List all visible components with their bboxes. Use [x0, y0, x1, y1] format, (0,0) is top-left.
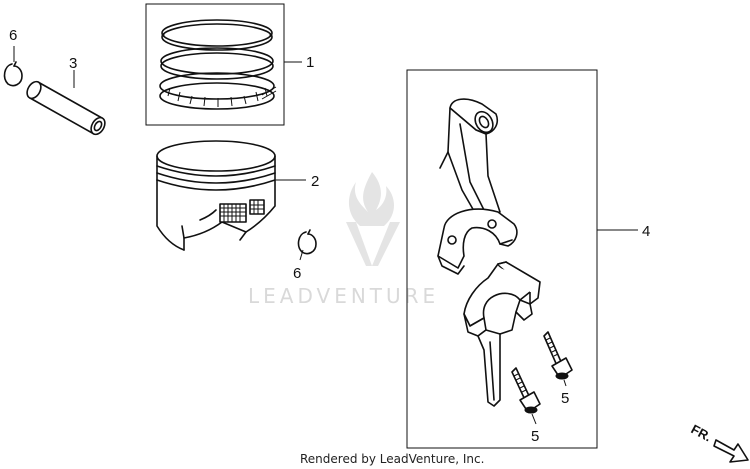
piston-ring-set	[145, 3, 285, 126]
rod-bolt-lower	[511, 367, 541, 414]
callout-6-right: 6	[293, 265, 301, 282]
callout-3: 3	[69, 55, 77, 72]
leader-lines	[13, 46, 638, 425]
callout-4: 4	[642, 223, 650, 240]
rod-bolt-upper	[543, 331, 573, 380]
callout-1: 1	[306, 54, 314, 71]
callout-2: 2	[311, 173, 319, 190]
callout-5-upper: 5	[561, 390, 569, 407]
callout-numbers: 1 2 3 4 5 5 6 6	[9, 27, 650, 445]
leadventure-flame-logo	[346, 172, 400, 266]
front-arrow-icon	[713, 439, 749, 463]
front-label: FR.	[689, 421, 715, 444]
footer-credit: Rendered by LeadVenture, Inc.	[300, 452, 485, 466]
leader-5b	[531, 413, 537, 425]
connecting-rod-frame	[406, 69, 598, 449]
ring-set-frame	[145, 3, 285, 126]
pin-clip-right	[297, 229, 317, 255]
leadventure-watermark: LEADVENTURE	[248, 172, 439, 308]
piston-pin	[26, 80, 106, 136]
leader-6b	[299, 249, 304, 261]
callout-6-left: 6	[9, 27, 17, 44]
pin-clip-left	[3, 61, 23, 87]
watermark-text: LEADVENTURE	[248, 284, 439, 308]
callout-5-lower: 5	[531, 428, 539, 445]
connecting-rod-assembly	[406, 69, 598, 449]
front-direction-indicator: FR.	[689, 421, 749, 463]
piston	[156, 140, 276, 251]
leader-5a	[563, 379, 567, 387]
